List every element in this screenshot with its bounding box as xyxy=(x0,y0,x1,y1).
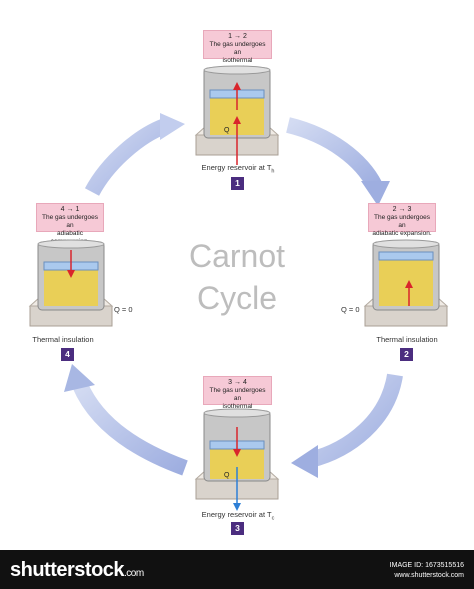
gas-2 xyxy=(379,258,433,306)
step-1-desc-1: The gas undergoes an xyxy=(209,41,266,56)
step-3-transition: 3 → 4 xyxy=(228,379,247,386)
diagram-canvas: Carnot Cycle 1 → 2 The gas undergoes an … xyxy=(28,30,449,535)
cylinder-2 xyxy=(363,239,449,327)
arrow-4-to-1-head xyxy=(160,113,185,140)
heat-label-1: Q xyxy=(224,127,230,134)
step-2-caption: Thermal insulation xyxy=(376,335,438,344)
arrow-2-to-3 xyxy=(307,373,403,468)
footer-bar: shutterstock.com IMAGE ID: 1673515516 ww… xyxy=(0,550,474,589)
arrow-1-to-2 xyxy=(285,117,383,190)
logo-suffix: .com xyxy=(124,568,144,579)
arrow-1-to-2-head xyxy=(361,181,390,206)
arrow-4-to-1 xyxy=(84,118,168,196)
logo-text: shutterstock xyxy=(10,559,125,581)
shutterstock-logo: shutterstock.com xyxy=(10,559,144,582)
step-1-caption-sub: h xyxy=(271,168,275,175)
step-4-transition: 4 → 1 xyxy=(60,206,80,213)
step-2-desc-2: adiabatic expansion. xyxy=(372,230,432,237)
site-url: www.shutterstock.com xyxy=(394,572,464,579)
title-line-2: Cycle xyxy=(196,280,277,316)
step-3-caption: Energy reservoir at Tc xyxy=(195,510,281,522)
step-2-badge: 2 xyxy=(400,348,413,361)
step-2-q: Q = 0 xyxy=(341,305,360,314)
cylinder-1: Q xyxy=(194,65,280,165)
heat-label-3: Q xyxy=(224,472,230,479)
title-line-1: Carnot xyxy=(188,238,286,274)
image-id: IMAGE ID: 1673515516 xyxy=(389,562,464,569)
step-3-label: 3 → 4 The gas undergoes an isothermal co… xyxy=(203,376,272,418)
step-4-q: Q = 0 xyxy=(114,305,133,314)
step-3-desc-1: The gas undergoes an xyxy=(209,387,266,402)
step-4-label: 4 → 1 The gas undergoes an adiabatic com… xyxy=(36,203,104,245)
step-1-transition: 1 → 2 xyxy=(228,33,247,40)
cylinder-4 xyxy=(28,239,114,327)
piston-2 xyxy=(378,251,434,261)
step-4-badge: 4 xyxy=(61,348,74,361)
step-3-caption-sub: c xyxy=(271,515,275,522)
step-1-caption-main: Energy reservoir at T xyxy=(201,163,272,172)
step-3-caption-main: Energy reservoir at T xyxy=(201,510,272,519)
arrow-2-to-3-head xyxy=(291,445,318,478)
step-2-label: 2 → 3 The gas undergoes an adiabatic exp… xyxy=(368,203,436,237)
step-3-badge: 3 xyxy=(231,522,244,535)
step-2-transition: 2 → 3 xyxy=(392,206,412,213)
step-2-desc-1: The gas undergoes an xyxy=(373,214,430,229)
step-1-label: 1 → 2 The gas undergoes an isothermal ex… xyxy=(203,30,272,72)
cycle-arrows xyxy=(64,113,403,478)
step-1-badge: 1 xyxy=(231,177,244,190)
arrow-3-to-4-head xyxy=(64,364,95,392)
arrow-3-to-4 xyxy=(72,381,188,476)
cylinder-3: Q xyxy=(194,408,280,511)
step-4-caption: Thermal insulation xyxy=(32,335,94,344)
step-4-desc-1: The gas undergoes an xyxy=(41,214,98,229)
step-1-caption: Energy reservoir at Th xyxy=(195,163,281,175)
